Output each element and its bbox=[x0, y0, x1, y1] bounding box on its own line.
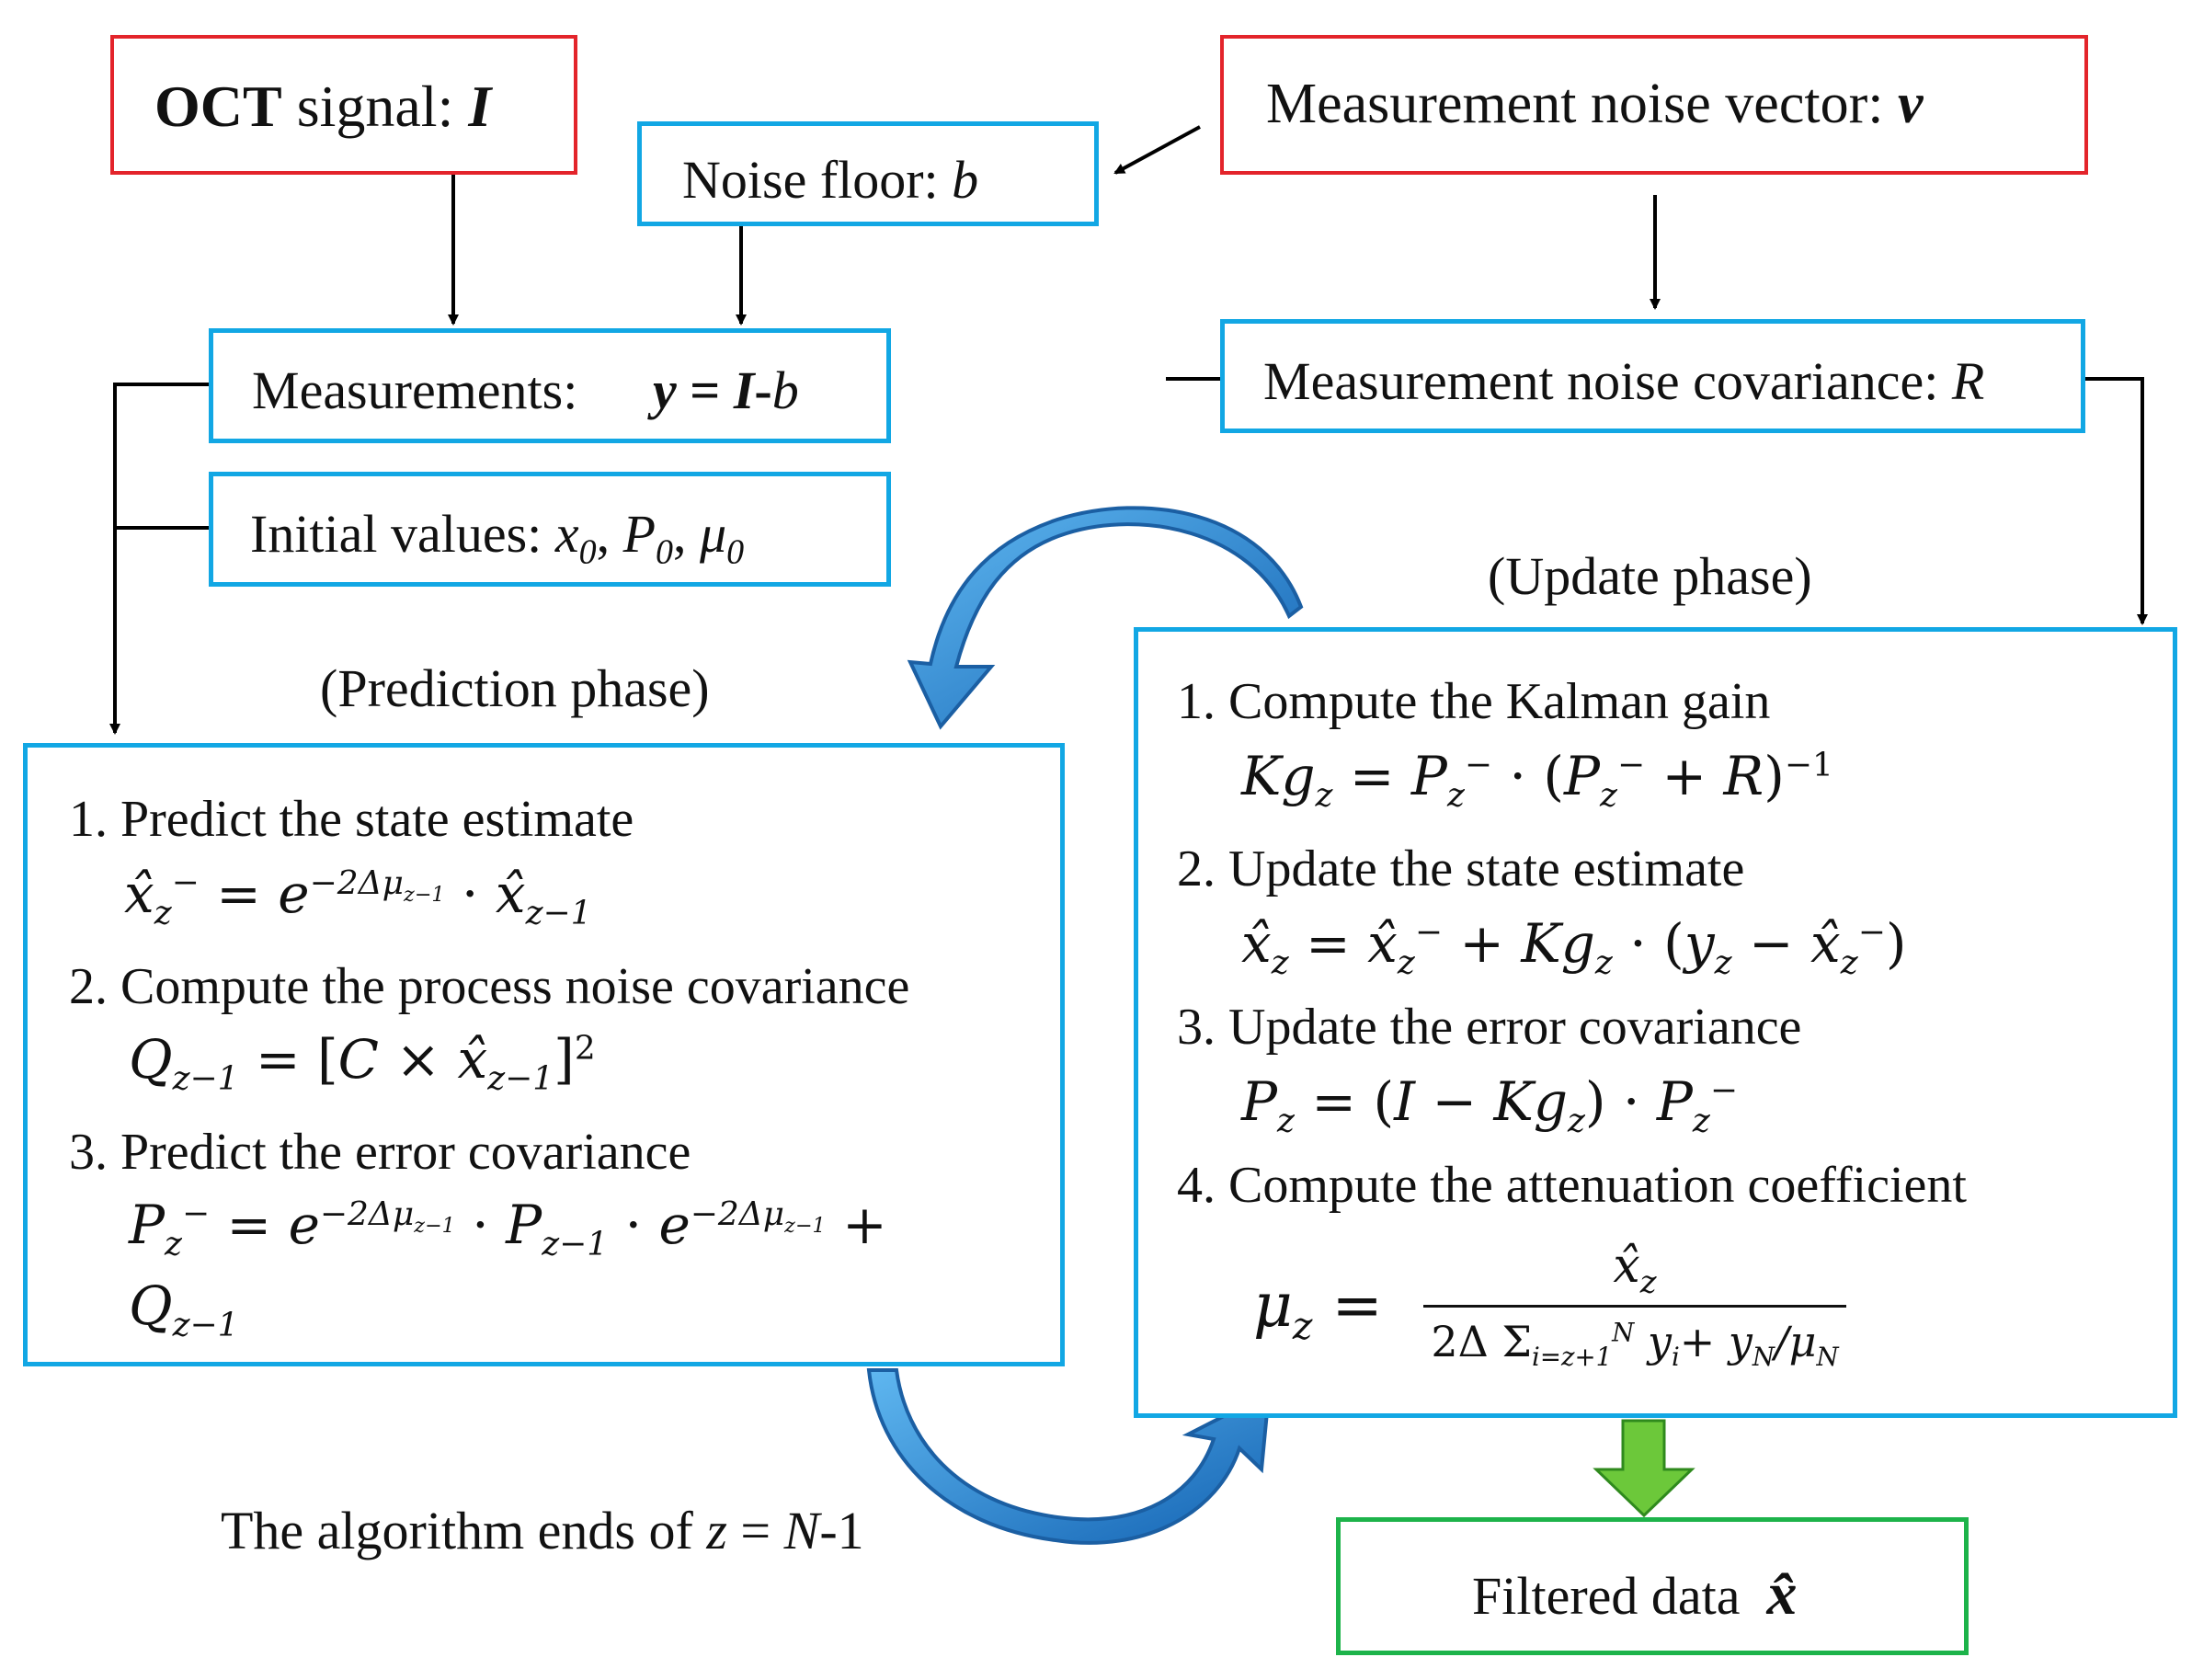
noise-floor-label: Noise floor: b bbox=[682, 150, 979, 210]
update-step-3: 3. Update the error covariance bbox=[1177, 999, 1802, 1056]
measurements-box: Measurements: y = I-b bbox=[209, 328, 891, 443]
update-phase-caption: (Update phase) bbox=[1488, 546, 1812, 606]
update-equation-4-lhs: μz = bbox=[1253, 1270, 1383, 1349]
prediction-phase-caption: (Prediction phase) bbox=[320, 658, 710, 718]
prediction-step-2: 2. Compute the process noise covariance bbox=[69, 958, 910, 1015]
noise-vector-label: Measurement noise vector: v bbox=[1266, 73, 1924, 135]
update-equation-4-denominator: 2Δ Σi=z+1N yi+ yN/μN bbox=[1431, 1317, 1839, 1373]
update-equation-4-numerator: x̂z bbox=[1613, 1239, 1657, 1300]
prediction-equation-1: x̂z− = e−2Δμz−1 · x̂z−1 bbox=[124, 863, 592, 932]
algorithm-end-condition: The algorithm ends of z = N-1 bbox=[221, 1501, 864, 1560]
noise-vector-box: Measurement noise vector: v bbox=[1220, 35, 2088, 175]
measurements-label: Measurements: bbox=[252, 360, 578, 420]
noise-floor-box: Noise floor: b bbox=[637, 121, 1099, 226]
prediction-equation-3: Pz− = e−2Δμz−1 · Pz−1 · e−2Δμz−1 + bbox=[129, 1194, 887, 1263]
measurements-equation: y = I-b bbox=[653, 360, 799, 420]
arrow-update-to-filtered bbox=[1593, 1419, 1695, 1518]
filtered-data-label: Filtered data x̂ bbox=[1472, 1560, 1798, 1628]
arrow-noisevector-to-noisefloor bbox=[1113, 125, 1201, 175]
noise-covariance-label: Measurement noise covariance: R bbox=[1263, 351, 1985, 411]
oct-signal-box: OCT signal: I bbox=[110, 35, 577, 175]
update-equation-3: Pz = (I − Kgz) · Pz− bbox=[1241, 1070, 1738, 1140]
update-box: 1. Compute the Kalman gain Kgz = Pz− · (… bbox=[1134, 627, 2177, 1418]
update-equation-1: Kgz = Pz− · (Pz− + R)−1 bbox=[1241, 745, 1833, 815]
update-equation-2: x̂z = x̂z− + Kgz · (yz − x̂z−) bbox=[1241, 912, 1907, 982]
initial-values-box: Initial values: x0, P0, μ0 bbox=[209, 472, 891, 587]
prediction-step-1: 1. Predict the state estimate bbox=[69, 791, 634, 848]
bracket-inputs-to-prediction bbox=[109, 383, 209, 735]
update-step-1: 1. Compute the Kalman gain bbox=[1177, 673, 1771, 730]
prediction-box: 1. Predict the state estimate x̂z− = e−2… bbox=[23, 743, 1065, 1366]
filtered-data-box: Filtered data x̂ bbox=[1336, 1517, 1969, 1655]
loop-arrow-update-to-prediction bbox=[907, 506, 1304, 730]
update-step-4: 4. Compute the attenuation coefficient bbox=[1177, 1157, 1967, 1214]
initial-values-label: Initial values: x0, P0, μ0 bbox=[250, 504, 745, 572]
prediction-equation-3-cont: Qz−1 bbox=[129, 1274, 239, 1344]
prediction-step-3: 3. Predict the error covariance bbox=[69, 1124, 691, 1181]
oct-signal-label: OCT signal: I bbox=[154, 74, 492, 139]
update-step-2: 2. Update the state estimate bbox=[1177, 840, 1745, 897]
prediction-equation-2: Qz−1 = [C × x̂z−1]2 bbox=[129, 1028, 596, 1098]
loop-arrow-prediction-to-update bbox=[866, 1368, 1272, 1545]
fraction-bar bbox=[1423, 1305, 1846, 1308]
noise-covariance-box: Measurement noise covariance: R bbox=[1220, 319, 2085, 433]
